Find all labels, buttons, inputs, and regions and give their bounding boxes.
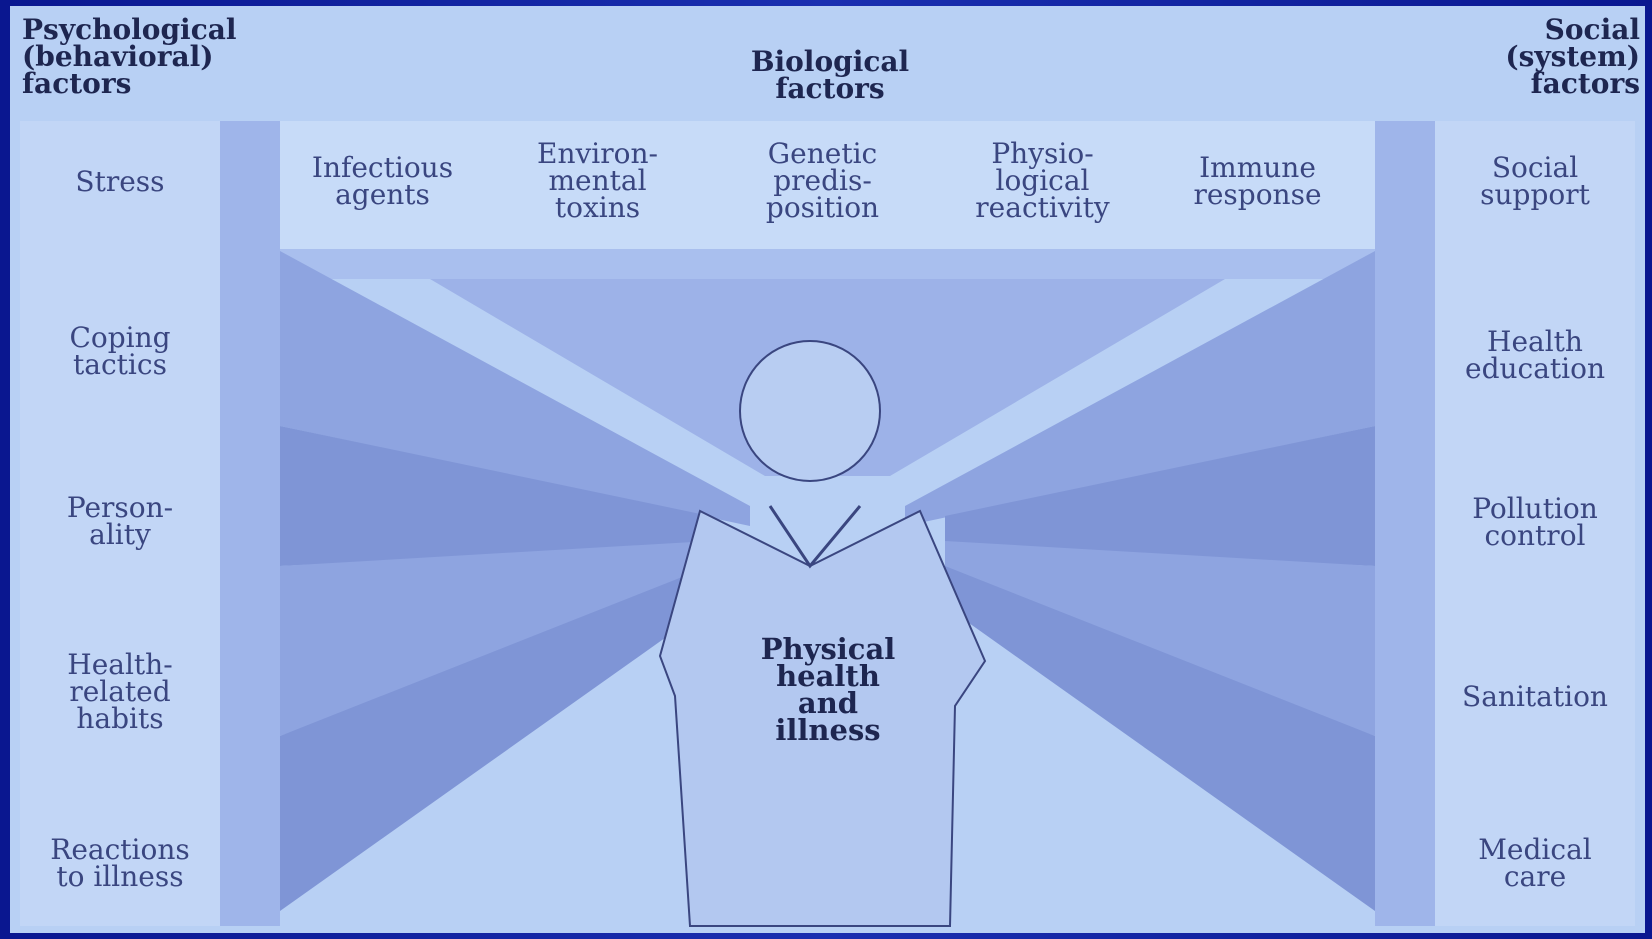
psychological-header: Psychological (behavioral) factors: [22, 16, 237, 97]
social-item: Social support: [1435, 154, 1635, 208]
social-header: Social (system) factors: [1405, 16, 1640, 97]
center-label: Physical health and illness: [703, 636, 953, 744]
social-item: Pollution control: [1435, 495, 1635, 549]
diagram-panel: Psychological (behavioral) factors Biolo…: [10, 6, 1645, 933]
biological-item: Genetic predis- position: [725, 140, 920, 221]
social-item: Medical care: [1435, 836, 1635, 890]
psychological-item: Reactions to illness: [20, 836, 220, 890]
social-item: Sanitation: [1435, 683, 1635, 710]
psychological-item: Stress: [20, 168, 220, 195]
biological-item: Infectious agents: [285, 154, 480, 208]
biological-item: Environ- mental toxins: [500, 140, 695, 221]
psychological-item: Person- ality: [20, 494, 220, 548]
biological-item: Physio- logical reactivity: [945, 140, 1140, 221]
biological-item: Immune response: [1155, 154, 1360, 208]
social-item: Health education: [1435, 328, 1635, 382]
psychological-item: Health- related habits: [20, 651, 220, 732]
person-head: [740, 341, 880, 481]
biological-header: Biological factors: [715, 48, 945, 102]
psychological-item: Coping tactics: [20, 324, 220, 378]
